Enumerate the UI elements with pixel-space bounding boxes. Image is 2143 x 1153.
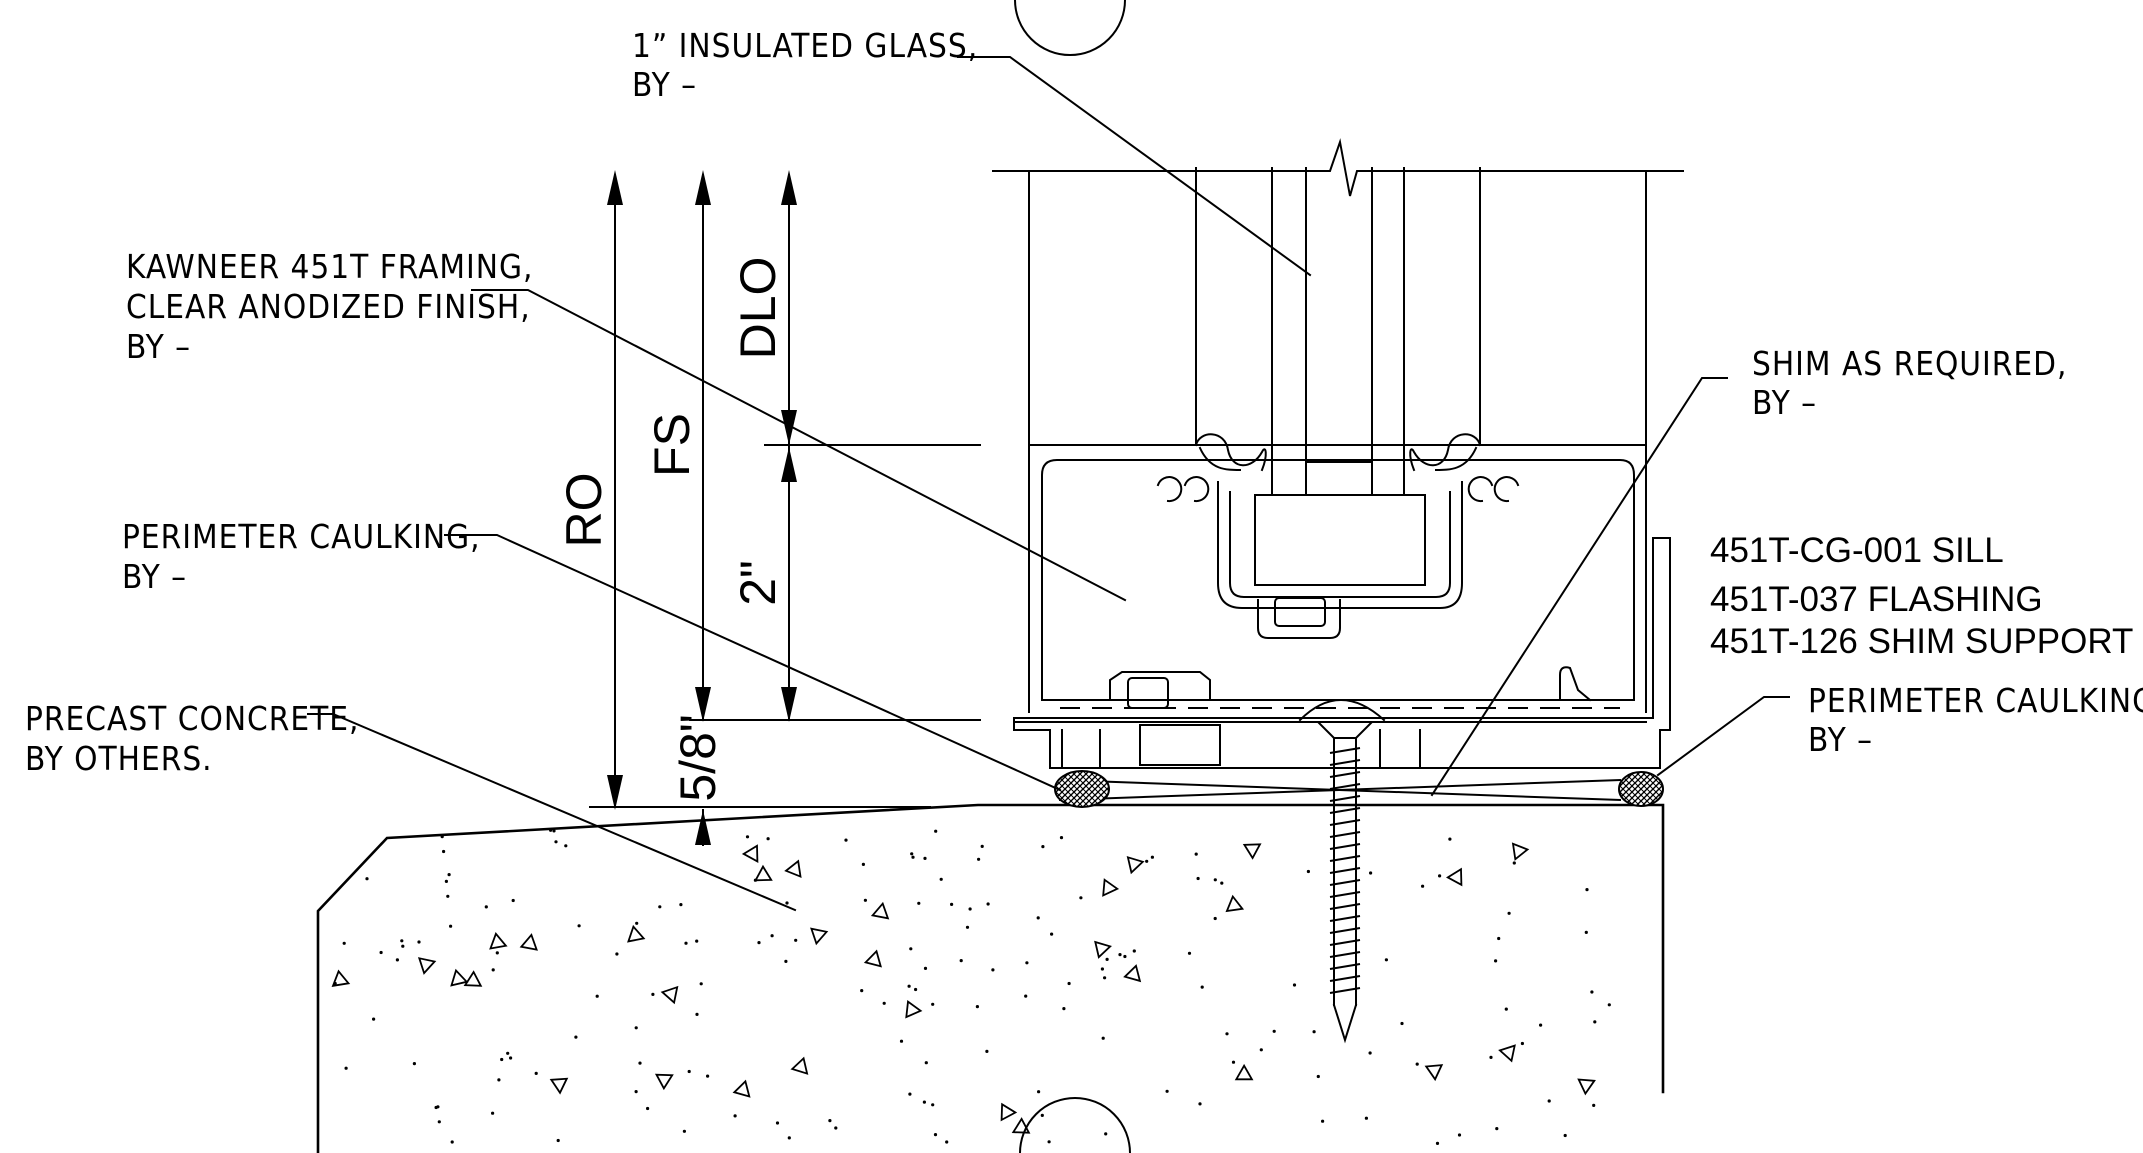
anchor-screw	[1315, 721, 1375, 1044]
kawneer-451t-sill-frame	[1013, 170, 1671, 769]
dim-5-8in-label: 5/8"	[670, 714, 726, 801]
caulk-joint-left	[1054, 770, 1110, 808]
screw-threads	[1329, 747, 1361, 994]
framing-note-line1: KAWNEER 451T FRAMING,	[126, 247, 533, 286]
caulk-right-note-line1: PERIMETER CAULKING,	[1808, 681, 2143, 720]
glass-note-line2: BY –	[632, 65, 697, 104]
dim-dlo-label: DLO	[730, 257, 786, 360]
dimension-lines	[589, 170, 981, 846]
glass-note-line1: 1” INSULATED GLASS,	[632, 26, 978, 65]
shim-note-line1: SHIM AS REQUIRED,	[1752, 344, 2067, 383]
part-shim-support-label: 451T-126 SHIM SUPPORT	[1710, 622, 2133, 661]
shim-note-line2: BY –	[1752, 383, 1817, 422]
caulk-left-note-line1: PERIMETER CAULKING,	[122, 517, 481, 556]
framing-note-line3: BY –	[126, 327, 191, 366]
part-sill-label: 451T-CG-001 SILL	[1710, 531, 2004, 570]
caulk-joint-right	[1618, 771, 1664, 807]
caulk-right-note-line2: BY –	[1808, 720, 1873, 759]
concrete-note-line2: BY OTHERS.	[25, 739, 213, 778]
concrete-stipple	[331, 828, 1611, 1145]
leader-lines	[307, 56, 1790, 912]
detail-callout-circle-top	[1013, 0, 1127, 56]
concrete-note-line1: PRECAST CONCRETE,	[25, 699, 359, 738]
detail-callout-circle-bottom	[1018, 1097, 1132, 1153]
precast-concrete	[316, 803, 1665, 1153]
insulated-glass	[992, 138, 1684, 496]
part-flashing-label: 451T-037 FLASHING	[1710, 580, 2043, 619]
dim-ro-label: RO	[556, 473, 612, 548]
shim	[1058, 778, 1622, 802]
caulk-left-note-line2: BY –	[122, 557, 187, 596]
framing-note-line2: CLEAR ANODIZED FINISH,	[126, 287, 531, 326]
dim-fs-label: FS	[644, 413, 700, 477]
dim-2in-label: 2"	[730, 560, 786, 606]
